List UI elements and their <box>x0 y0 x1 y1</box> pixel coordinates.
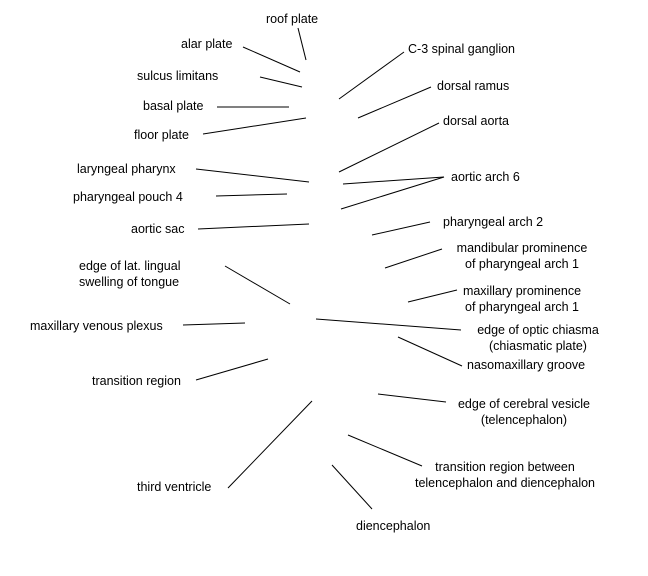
leader-transition-tel-di <box>347 434 423 467</box>
label-dorsal-ramus: dorsal ramus <box>437 79 510 93</box>
leader-optic-chiasma <box>315 318 462 331</box>
label-nasomaxillary-groove: nasomaxillary groove <box>467 358 586 372</box>
leader-third-ventricle <box>227 400 313 489</box>
leader-floor-plate <box>202 117 307 135</box>
leader-laryngeal-pharynx <box>195 168 310 183</box>
leader-pharyngeal-arch-2 <box>371 221 431 236</box>
label-lingual-swelling-line1: edge of lat. lingual <box>79 259 181 273</box>
label-diencephalon: diencephalon <box>356 519 431 533</box>
leader-sulcus-limitans <box>259 76 303 88</box>
leader-c3-spinal-ganglion <box>338 51 405 100</box>
label-pharyngeal-arch-2: pharyngeal arch 2 <box>443 215 544 229</box>
label-maxillary-prominence-line1: maxillary prominence <box>462 284 582 298</box>
label-transition-tel-di-line1: transition region between <box>435 460 575 474</box>
label-aortic-sac: aortic sac <box>131 222 185 236</box>
label-dorsal-aorta: dorsal aorta <box>443 114 510 128</box>
leader-dorsal-ramus <box>357 86 432 119</box>
label-floor-plate: floor plate <box>134 128 189 142</box>
leader-dorsal-aorta <box>338 122 440 173</box>
leader-aortic-arch-6-lower <box>340 176 445 210</box>
leader-cerebral-vesicle <box>377 393 447 403</box>
leader-roof-plate <box>297 27 307 61</box>
label-maxillary-venous-plexus: maxillary venous plexus <box>30 319 163 333</box>
label-mandibular-prominence-line2: of pharyngeal arch 1 <box>465 257 579 271</box>
label-optic-chiasma-line1: edge of optic chiasma <box>477 323 599 337</box>
label-mandibular-prominence-line1: mandibular prominence <box>456 241 588 255</box>
leader-maxillary-venous-plexus <box>182 322 246 326</box>
label-roof-plate: roof plate <box>266 12 319 26</box>
label-basal-plate: basal plate <box>143 99 204 113</box>
label-aortic-arch-6: aortic arch 6 <box>451 170 520 184</box>
label-alar-plate: alar plate <box>181 37 233 51</box>
label-cerebral-vesicle-line1: edge of cerebral vesicle <box>457 397 591 411</box>
label-sulcus-limitans: sulcus limitans <box>137 69 219 83</box>
leader-diencephalon <box>331 464 373 510</box>
leader-aortic-arch-6-upper <box>342 176 445 185</box>
label-third-ventricle: third ventricle <box>137 480 212 494</box>
label-pharyngeal-pouch-4: pharyngeal pouch 4 <box>73 190 183 204</box>
label-transition-region: transition region <box>92 374 181 388</box>
label-transition-tel-di-line2: telencephalon and diencephalon <box>414 476 596 490</box>
leader-lingual-swelling <box>224 265 291 305</box>
leader-transition-region <box>195 358 269 381</box>
leader-mandibular-prominence <box>384 248 443 269</box>
label-cerebral-vesicle-line2: (telencephalon) <box>480 413 568 427</box>
leader-aortic-sac <box>197 223 310 230</box>
leader-pharyngeal-pouch-4 <box>215 193 288 197</box>
label-laryngeal-pharynx: laryngeal pharynx <box>77 162 176 176</box>
label-optic-chiasma-line2: (chiasmatic plate) <box>489 339 587 353</box>
leader-nasomaxillary-groove <box>397 336 463 367</box>
leader-maxillary-prominence <box>407 289 458 303</box>
label-c3-spinal-ganglion: C-3 spinal ganglion <box>408 42 516 56</box>
leader-alar-plate <box>242 46 301 73</box>
label-maxillary-prominence-line2: of pharyngeal arch 1 <box>465 300 579 314</box>
label-lingual-swelling-line2: swelling of tongue <box>79 275 180 289</box>
